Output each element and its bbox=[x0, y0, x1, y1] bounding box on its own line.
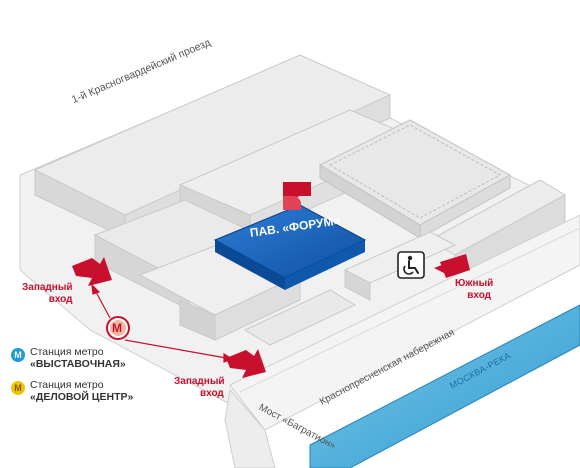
river bbox=[309, 304, 580, 468]
legend-item-delovoy-center: Станция метро «ДЕЛОВОЙ ЦЕНТР» bbox=[30, 379, 134, 403]
forum-pavilion bbox=[213, 204, 367, 290]
walking-route bbox=[91, 283, 234, 363]
metro-icon-vystavochnaya: М bbox=[11, 348, 25, 362]
legend-item-vystavochnaya: Станция метро «ВЫСТАВОЧНАЯ» bbox=[30, 346, 126, 370]
entrance-label-west-upper: Западный вход bbox=[22, 282, 73, 305]
metro-marker-icon bbox=[106, 316, 130, 340]
entrance-arrow-west-upper bbox=[72, 257, 112, 286]
entrance-label-west-lower: Западный вход bbox=[174, 376, 225, 399]
wheelchair-icon bbox=[397, 251, 425, 279]
entrance-arrow-west-lower bbox=[226, 349, 266, 378]
metro-icon-delovoy-center: М bbox=[11, 381, 25, 395]
entrance-arrow-south bbox=[434, 254, 470, 278]
east-pavilion bbox=[318, 119, 512, 239]
bridge bbox=[224, 388, 276, 468]
entrance-label-south: Южный вход bbox=[455, 278, 494, 301]
metro-marker-letter: М bbox=[112, 321, 122, 335]
forum-logo-icon bbox=[283, 182, 311, 210]
